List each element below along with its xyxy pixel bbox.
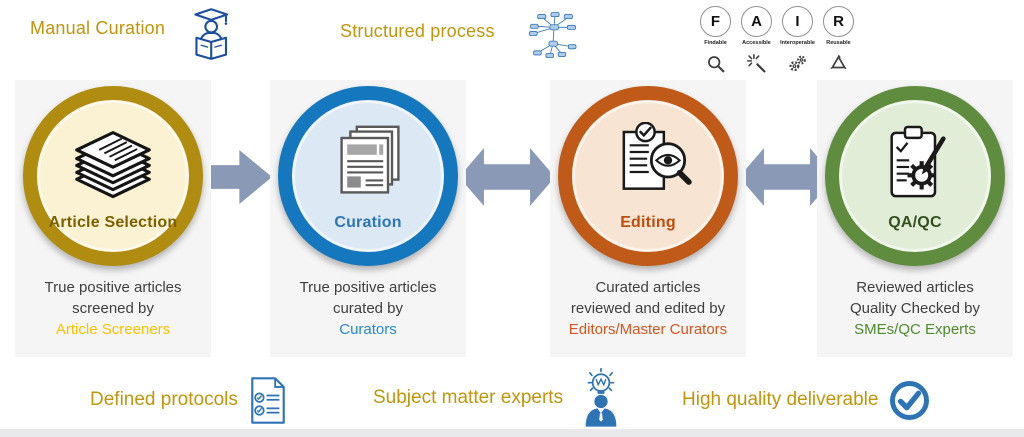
- fair-letter: A: [741, 6, 772, 37]
- stage-circle: Editing: [558, 86, 738, 266]
- stage-circle: Article Selection: [23, 86, 203, 266]
- checklist-icon: [248, 376, 288, 425]
- manual-curation-label: Manual Curation: [30, 18, 166, 38]
- fair-sublabel: Findable: [704, 40, 727, 46]
- footer-high-quality-deliverable: High quality deliverable: [682, 370, 931, 430]
- review-magnifier-icon: [602, 116, 694, 208]
- paper-stack-icon: [69, 116, 157, 208]
- footer-label: Subject matter experts: [373, 387, 564, 408]
- caption-line: Reviewed articles: [856, 279, 974, 296]
- clipboard-gear-icon: [873, 116, 957, 208]
- caption-highlight: Article Screeners: [55, 321, 171, 338]
- fair-sublabel: Reusable: [826, 40, 851, 46]
- caption-highlight: Curators: [339, 321, 397, 338]
- fair-item-interoperable: I Interoperable: [777, 6, 818, 74]
- fair-item-accessible: A Accessible: [736, 6, 777, 74]
- footer-label: Defined protocols: [90, 389, 238, 410]
- stage-circle: Curation: [278, 86, 458, 266]
- fair-sublabel: Interoperable: [780, 40, 815, 46]
- caption-line: True positive articles: [44, 279, 182, 296]
- stage-caption: True positive articles screened by Artic…: [1, 277, 225, 340]
- fair-item-findable: F Findable: [695, 6, 736, 74]
- stage-article-selection: Article Selection True positive articles…: [15, 80, 211, 357]
- stage-qa-qc: QA/QC Reviewed articles Quality Checked …: [817, 80, 1013, 357]
- fair-sublabel: Accessible: [742, 40, 771, 46]
- gears-icon: [787, 53, 808, 74]
- footer-defined-protocols: Defined protocols: [90, 370, 288, 430]
- caption-line: Curated articles: [595, 279, 701, 296]
- fair-letter: R: [823, 6, 854, 37]
- fair-letter: I: [782, 6, 813, 37]
- magnifier-icon: [705, 53, 726, 74]
- footer-subject-matter-experts: Subject matter experts: [373, 368, 629, 428]
- stage-name: Article Selection: [48, 214, 178, 231]
- mindmap-network-icon: [526, 12, 580, 58]
- caption-line: Quality Checked by: [849, 300, 981, 317]
- wand-icon: [746, 53, 767, 74]
- caption-line: reviewed and edited by: [570, 300, 726, 317]
- fair-principles-block: F Findable A Accessible: [695, 6, 859, 74]
- stage-caption: Curated articles reviewed and edited by …: [536, 277, 760, 340]
- caption-highlight: SMEs/QC Experts: [854, 321, 976, 338]
- flow-arrow-right: [204, 150, 272, 204]
- stage-name: QA/QC: [888, 214, 942, 231]
- scholar-reading-icon: [180, 4, 234, 62]
- stage-curation: Curation True positive articles curated …: [270, 80, 466, 357]
- structured-process-label: Structured process: [340, 21, 495, 41]
- recycle-icon: [828, 53, 849, 74]
- stage-name: Editing: [620, 214, 676, 231]
- caption-highlight: Editors/Master Curators: [568, 321, 728, 338]
- caption-line: screened by: [72, 300, 154, 317]
- check-circle-icon: [888, 379, 931, 422]
- stage-circle: QA/QC: [825, 86, 1005, 266]
- documents-icon: [328, 116, 408, 208]
- bottom-edge-strip: [0, 429, 1024, 437]
- fair-letter: F: [700, 6, 731, 37]
- expert-idea-icon: [573, 368, 629, 428]
- footer-label: High quality deliverable: [682, 389, 879, 410]
- caption-line: True positive articles: [299, 279, 437, 296]
- stage-editing: Editing Curated articles reviewed and ed…: [550, 80, 746, 357]
- fair-item-reusable: R Reusable: [818, 6, 859, 74]
- flow-arrow-double: [459, 148, 555, 206]
- caption-line: curated by: [332, 300, 404, 317]
- stage-name: Curation: [334, 214, 402, 231]
- stage-caption: Reviewed articles Quality Checked by SME…: [803, 277, 1024, 340]
- stage-caption: True positive articles curated by Curato…: [256, 277, 480, 340]
